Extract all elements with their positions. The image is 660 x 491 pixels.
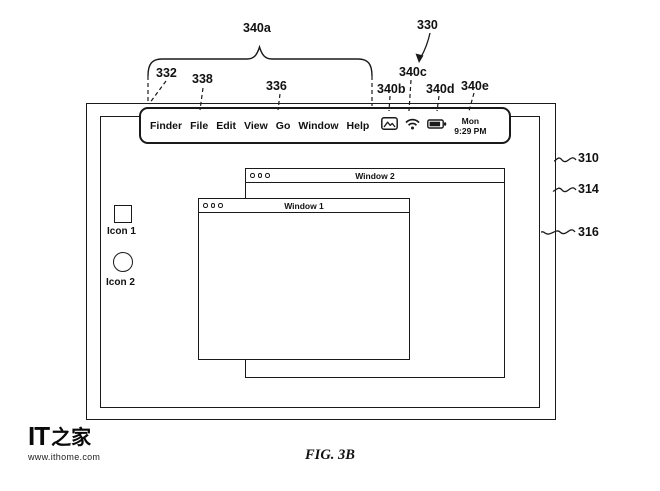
ref-340c: 340c (399, 65, 427, 79)
menu-bar: Finder File Edit View Go Window Help (139, 107, 511, 144)
ref-332: 332 (156, 66, 177, 80)
menu-item-go: Go (275, 119, 291, 132)
ref-330: 330 (417, 18, 438, 32)
window-2-title: Window 2 (355, 170, 395, 181)
squiggle-310 (553, 157, 577, 163)
clock-day: Mon (461, 115, 480, 126)
ref-338: 338 (192, 72, 213, 86)
window-control-icon (210, 203, 215, 208)
ithome-watermark: IT 之家 www.ithome.com (28, 423, 100, 462)
ithome-url: www.ithome.com (28, 452, 101, 462)
ref-314: 314 (578, 182, 599, 196)
ithome-logo-cn: 之家 (51, 427, 92, 449)
leader-332 (148, 80, 167, 105)
brace-340a (147, 44, 373, 77)
desktop-icon-2-label: Icon 2 (106, 277, 135, 288)
window-2-titlebar: Window 2 (246, 169, 504, 183)
window-control-icon (265, 173, 270, 178)
desktop-icon-1-label: Icon 1 (107, 226, 136, 237)
window-control-icon (218, 203, 223, 208)
clock-time: 9:29 PM (454, 125, 487, 136)
window-control-icon (250, 173, 255, 178)
arrowhead-330-icon (415, 53, 424, 63)
window-1: Window 1 (198, 198, 410, 360)
ref-310: 310 (578, 151, 599, 165)
ref-340d: 340d (426, 82, 455, 96)
menu-item-window: Window (298, 119, 339, 132)
desktop-icon-1-square (114, 205, 132, 223)
ref-336: 336 (266, 79, 287, 93)
menu-item-help: Help (346, 119, 370, 132)
desktop-icon-2-circle (113, 252, 133, 272)
arrow-330 (420, 32, 431, 58)
window-1-controls (203, 203, 223, 208)
menu-item-finder: Finder (150, 119, 183, 132)
menu-bar-clock: Mon 9:29 PM (454, 116, 486, 136)
menu-item-file: File (190, 119, 209, 132)
statusbar-icons (381, 116, 447, 135)
figure-caption: FIG. 3B (305, 447, 355, 463)
ref-340e: 340e (461, 79, 489, 93)
ref-340b: 340b (377, 82, 406, 96)
battery-icon (427, 117, 447, 135)
window-control-icon (203, 203, 208, 208)
window-1-titlebar: Window 1 (199, 199, 409, 213)
ref-340a: 340a (243, 21, 271, 35)
menu-item-view: View (244, 119, 268, 132)
window-2-controls (250, 173, 270, 178)
window-control-icon (257, 173, 262, 178)
photos-icon (381, 116, 399, 135)
ref-316: 316 (578, 225, 599, 239)
wifi-icon (404, 117, 421, 135)
window-1-title: Window 1 (284, 200, 324, 211)
menu-item-edit: Edit (216, 119, 237, 132)
squiggle-314 (552, 187, 577, 193)
ithome-logo-it: IT (28, 421, 50, 451)
